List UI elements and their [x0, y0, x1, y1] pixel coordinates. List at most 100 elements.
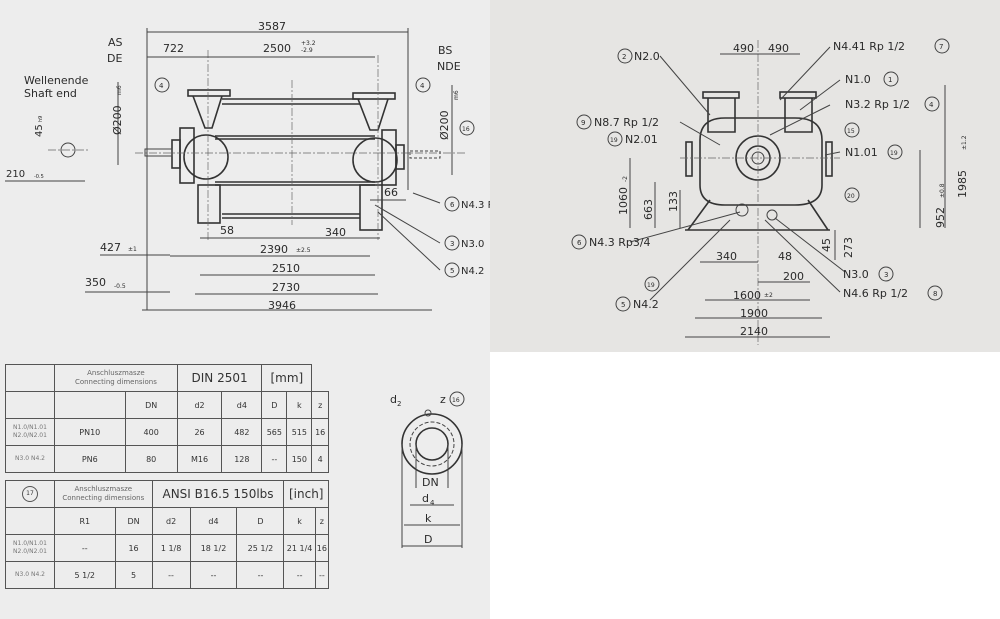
dim-58: 58: [220, 224, 234, 237]
dim-1600: 1600: [733, 289, 761, 302]
dim-2500: 2500: [263, 42, 291, 55]
svg-text:15: 15: [847, 128, 855, 135]
dim-d200-left: Ø200: [111, 105, 124, 135]
dim-663: 663: [642, 199, 655, 220]
dim-210: 210: [6, 169, 25, 180]
dim-2140: 2140: [740, 325, 768, 338]
dim-d200-right: Ø200: [438, 110, 451, 140]
callout-n3-0: 3 N3.0: [444, 235, 484, 251]
callout-19-bottom: 19: [644, 276, 660, 292]
tol-minus: -2.9: [301, 47, 313, 54]
dim-45-front: 45: [820, 238, 833, 252]
tol-1600: ±2: [764, 292, 773, 299]
dim-273: 273: [842, 237, 855, 258]
svg-text:20: 20: [847, 193, 855, 200]
svg-text:9: 9: [581, 119, 585, 127]
dim-66: 66: [384, 186, 398, 199]
label-de: DE: [107, 52, 122, 65]
svg-text:N4.41 Rp 1/2: N4.41 Rp 1/2: [833, 40, 905, 53]
label-shaft-end: Shaft end: [24, 87, 77, 100]
callout-20: 20: [844, 187, 860, 203]
dim-2730: 2730: [272, 281, 300, 294]
title-en: Connecting dimensions: [74, 378, 157, 386]
tol-952: ±0.8: [939, 183, 946, 198]
tol-1060: -2: [622, 176, 629, 182]
svg-text:N3.2 Rp 1/2: N3.2 Rp 1/2: [845, 98, 910, 111]
bubble-4-left: 4: [154, 77, 170, 93]
dimension-lines: [5, 28, 453, 311]
dim-340: 340: [325, 226, 346, 239]
svg-text:N4.3 Rp 3/4: N4.3 Rp 3/4: [461, 200, 490, 211]
front-dimension-lines: [629, 46, 946, 338]
dim-427: 427: [100, 241, 121, 254]
svg-text:N2.01: N2.01: [625, 133, 658, 146]
svg-text:N4.3 Rp3/4: N4.3 Rp3/4: [589, 236, 651, 249]
dim-200: 200: [783, 270, 804, 283]
title-en: Connecting dimensions: [62, 494, 145, 502]
dim-490-left: 490: [733, 42, 754, 55]
svg-text:19: 19: [610, 137, 618, 144]
svg-text:19: 19: [890, 150, 898, 157]
tol-350: -0.5: [114, 283, 126, 290]
svg-text:4: 4: [929, 101, 934, 109]
label-wellenende: Wellenende: [24, 74, 89, 87]
dim-1985: 1985: [956, 170, 969, 198]
pump-body: [48, 50, 465, 240]
bubble-4-right: 4: [415, 77, 431, 93]
svg-text:N4.6 Rp 1/2: N4.6 Rp 1/2: [843, 287, 908, 300]
tol-1985: ±1.2: [961, 135, 968, 150]
dim-340-front: 340: [716, 250, 737, 263]
svg-text:6: 6: [450, 201, 455, 209]
label-bs: BS: [438, 44, 452, 57]
dim-2510: 2510: [272, 262, 300, 275]
dim-1060: 1060: [617, 187, 630, 215]
svg-text:3: 3: [450, 240, 454, 248]
tol-45: h9: [38, 116, 44, 122]
tol-2390: ±2.5: [296, 247, 311, 254]
title-de: Anschluszmasze: [87, 369, 145, 377]
svg-text:N4.2: N4.2: [461, 266, 484, 277]
tol-m6-left: m6: [116, 85, 123, 95]
pump-front: [680, 40, 840, 345]
svg-text:6: 6: [577, 239, 582, 247]
dim-1900: 1900: [740, 307, 768, 320]
svg-text:N3.0: N3.0: [843, 268, 869, 281]
label-nde: NDE: [437, 60, 461, 73]
dim-48: 48: [778, 250, 792, 263]
dim-3587: 3587: [258, 20, 286, 33]
svg-text:4: 4: [159, 82, 164, 90]
unit: [inch]: [283, 480, 329, 508]
label-as: AS: [108, 36, 123, 49]
dim-722: 722: [163, 42, 184, 55]
svg-text:5: 5: [450, 267, 454, 275]
callout-n2-01: 19 N2.01: [607, 131, 658, 147]
callout-n4-2-front: 5 N4.2: [615, 296, 659, 312]
dim-133: 133: [667, 191, 680, 212]
unit: [mm]: [261, 364, 313, 392]
tol-427: ±1: [128, 246, 137, 253]
svg-text:N4.2: N4.2: [633, 298, 659, 311]
svg-text:4: 4: [420, 82, 425, 90]
svg-text:5: 5: [621, 301, 625, 309]
dim-3946: 3946: [268, 299, 296, 312]
svg-text:1: 1: [888, 76, 892, 84]
callout-n4-3-front: 6 N4.3 Rp3/4: [571, 234, 651, 250]
svg-text:N3.0: N3.0: [461, 239, 484, 250]
svg-text:19: 19: [647, 282, 655, 289]
tol-210: -0.5: [34, 174, 44, 180]
side-view-drawing: 3587 722 2500 +3.2 -2.9 AS DE BS NDE Wel…: [5, 20, 490, 312]
